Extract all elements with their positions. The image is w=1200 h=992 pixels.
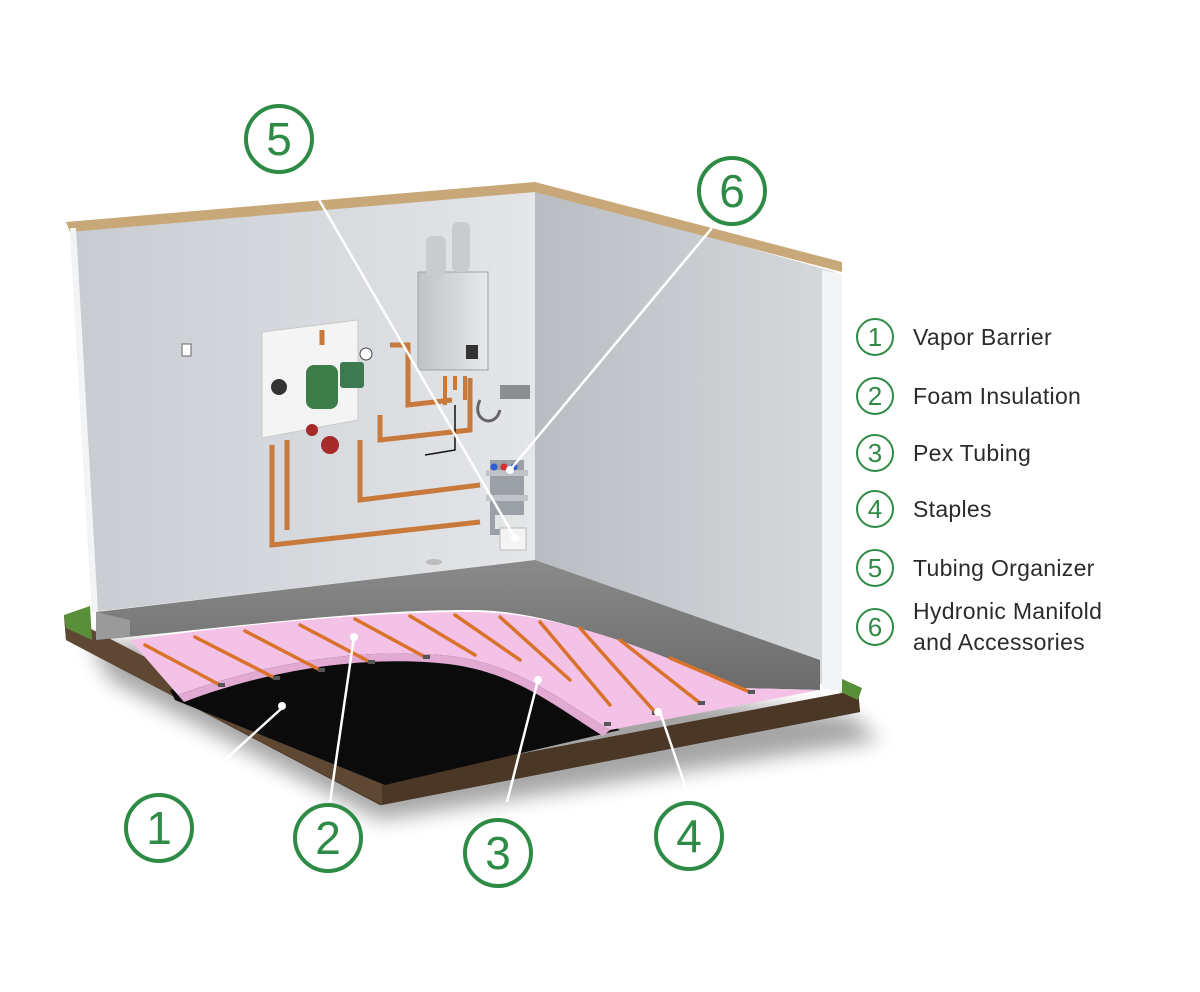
legend-label-staples: Staples — [913, 495, 992, 522]
legend-number-2: 2 — [856, 377, 894, 415]
vapor-barrier-layer — [170, 647, 620, 785]
boiler-gas-hose — [476, 399, 502, 423]
legend-label-hydronic-manifold: Hydronic Manifold and Accessories — [913, 598, 1103, 655]
concrete-slab-edge — [96, 612, 130, 640]
callout-1-vapor-barrier: 1 — [124, 793, 194, 863]
callout-3-pex-tubing: 3 — [463, 818, 533, 888]
wall-hung-boiler — [417, 222, 530, 405]
legend-number-5: 5 — [856, 549, 894, 587]
callout-2-foam-insulation: 2 — [293, 803, 363, 873]
legend-label-foam-insulation: Foam Insulation — [913, 382, 1082, 409]
callout-5-tubing-organizer: 5 — [244, 104, 314, 174]
legend-label-pex-tubing: Pex Tubing — [913, 439, 1032, 466]
thermostat — [181, 343, 192, 357]
legend-number-3: 3 — [856, 434, 894, 472]
pex-tubing — [143, 613, 752, 714]
mechanical-panel — [261, 319, 373, 454]
callout-4-staples: 4 — [654, 801, 724, 871]
legend-number-4: 4 — [856, 490, 894, 528]
leader-endpoints — [278, 466, 662, 716]
leader-lines — [215, 197, 713, 803]
right-wall — [535, 182, 842, 692]
boiler-cable — [424, 405, 456, 456]
legend-label-vapor-barrier: Vapor Barrier — [913, 323, 1052, 350]
legend-item-vapor-barrier: 1 Vapor Barrier — [856, 318, 1052, 356]
concrete-slab — [96, 560, 820, 690]
legend-item-staples: 4 Staples — [856, 490, 992, 528]
legend-label-tubing-organizer: Tubing Organizer — [913, 554, 1095, 581]
floor-drain — [426, 559, 442, 565]
legend-item-hydronic-manifold: 6 Hydronic Manifold and Accessories — [856, 596, 1102, 658]
legend-item-foam-insulation: 2 Foam Insulation — [856, 377, 1081, 415]
foam-insulation-layer — [130, 612, 820, 730]
legend-number-1: 1 — [856, 318, 894, 356]
legend-item-tubing-organizer: 5 Tubing Organizer — [856, 549, 1095, 587]
copper-piping — [269, 330, 481, 548]
legend-number-6: 6 — [856, 608, 894, 646]
callout-6-hydronic-manifold: 6 — [697, 156, 767, 226]
legend-item-pex-tubing: 3 Pex Tubing — [856, 434, 1031, 472]
